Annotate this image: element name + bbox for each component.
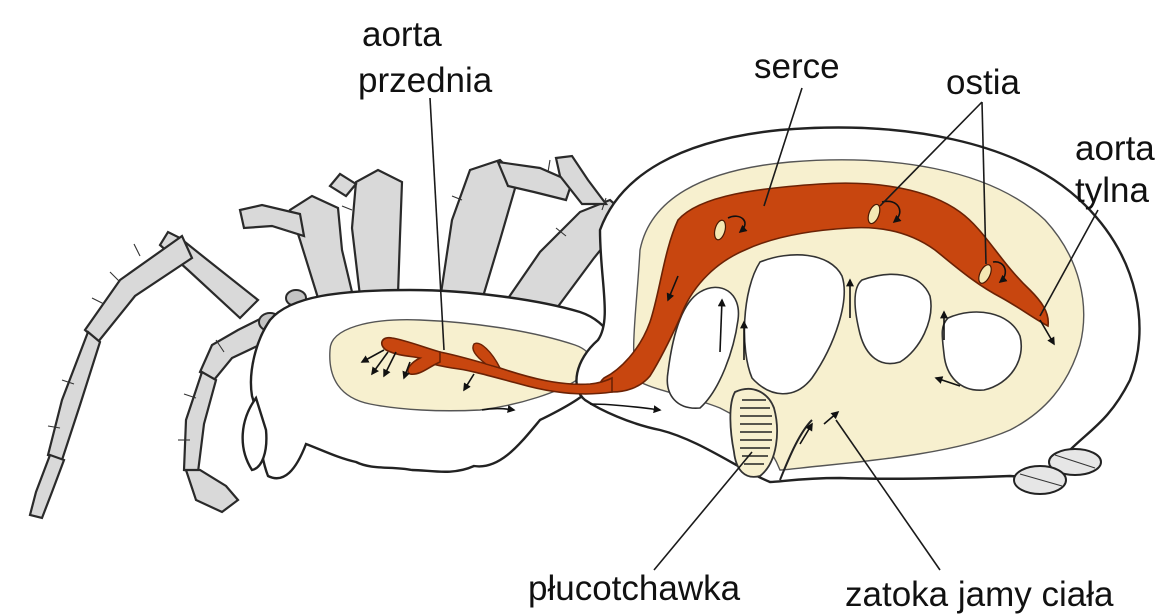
label-serce: serce bbox=[754, 47, 840, 86]
label-aorta-tylna-2: tylna bbox=[1075, 171, 1149, 210]
leader-plucotchawka bbox=[654, 452, 752, 570]
leg-upper-1 bbox=[240, 196, 352, 298]
label-aorta-tylna-1: aorta bbox=[1075, 129, 1155, 168]
label-aorta-przednia-2: przednia bbox=[358, 61, 493, 100]
label-plucotchawka: płucotchawka bbox=[528, 569, 741, 608]
label-zatoka-jamy-ciala: zatoka jamy ciała bbox=[845, 575, 1114, 614]
label-aorta-przednia-1: aorta bbox=[362, 15, 442, 54]
label-ostia: ostia bbox=[946, 63, 1020, 102]
leg-front-left bbox=[30, 232, 258, 518]
